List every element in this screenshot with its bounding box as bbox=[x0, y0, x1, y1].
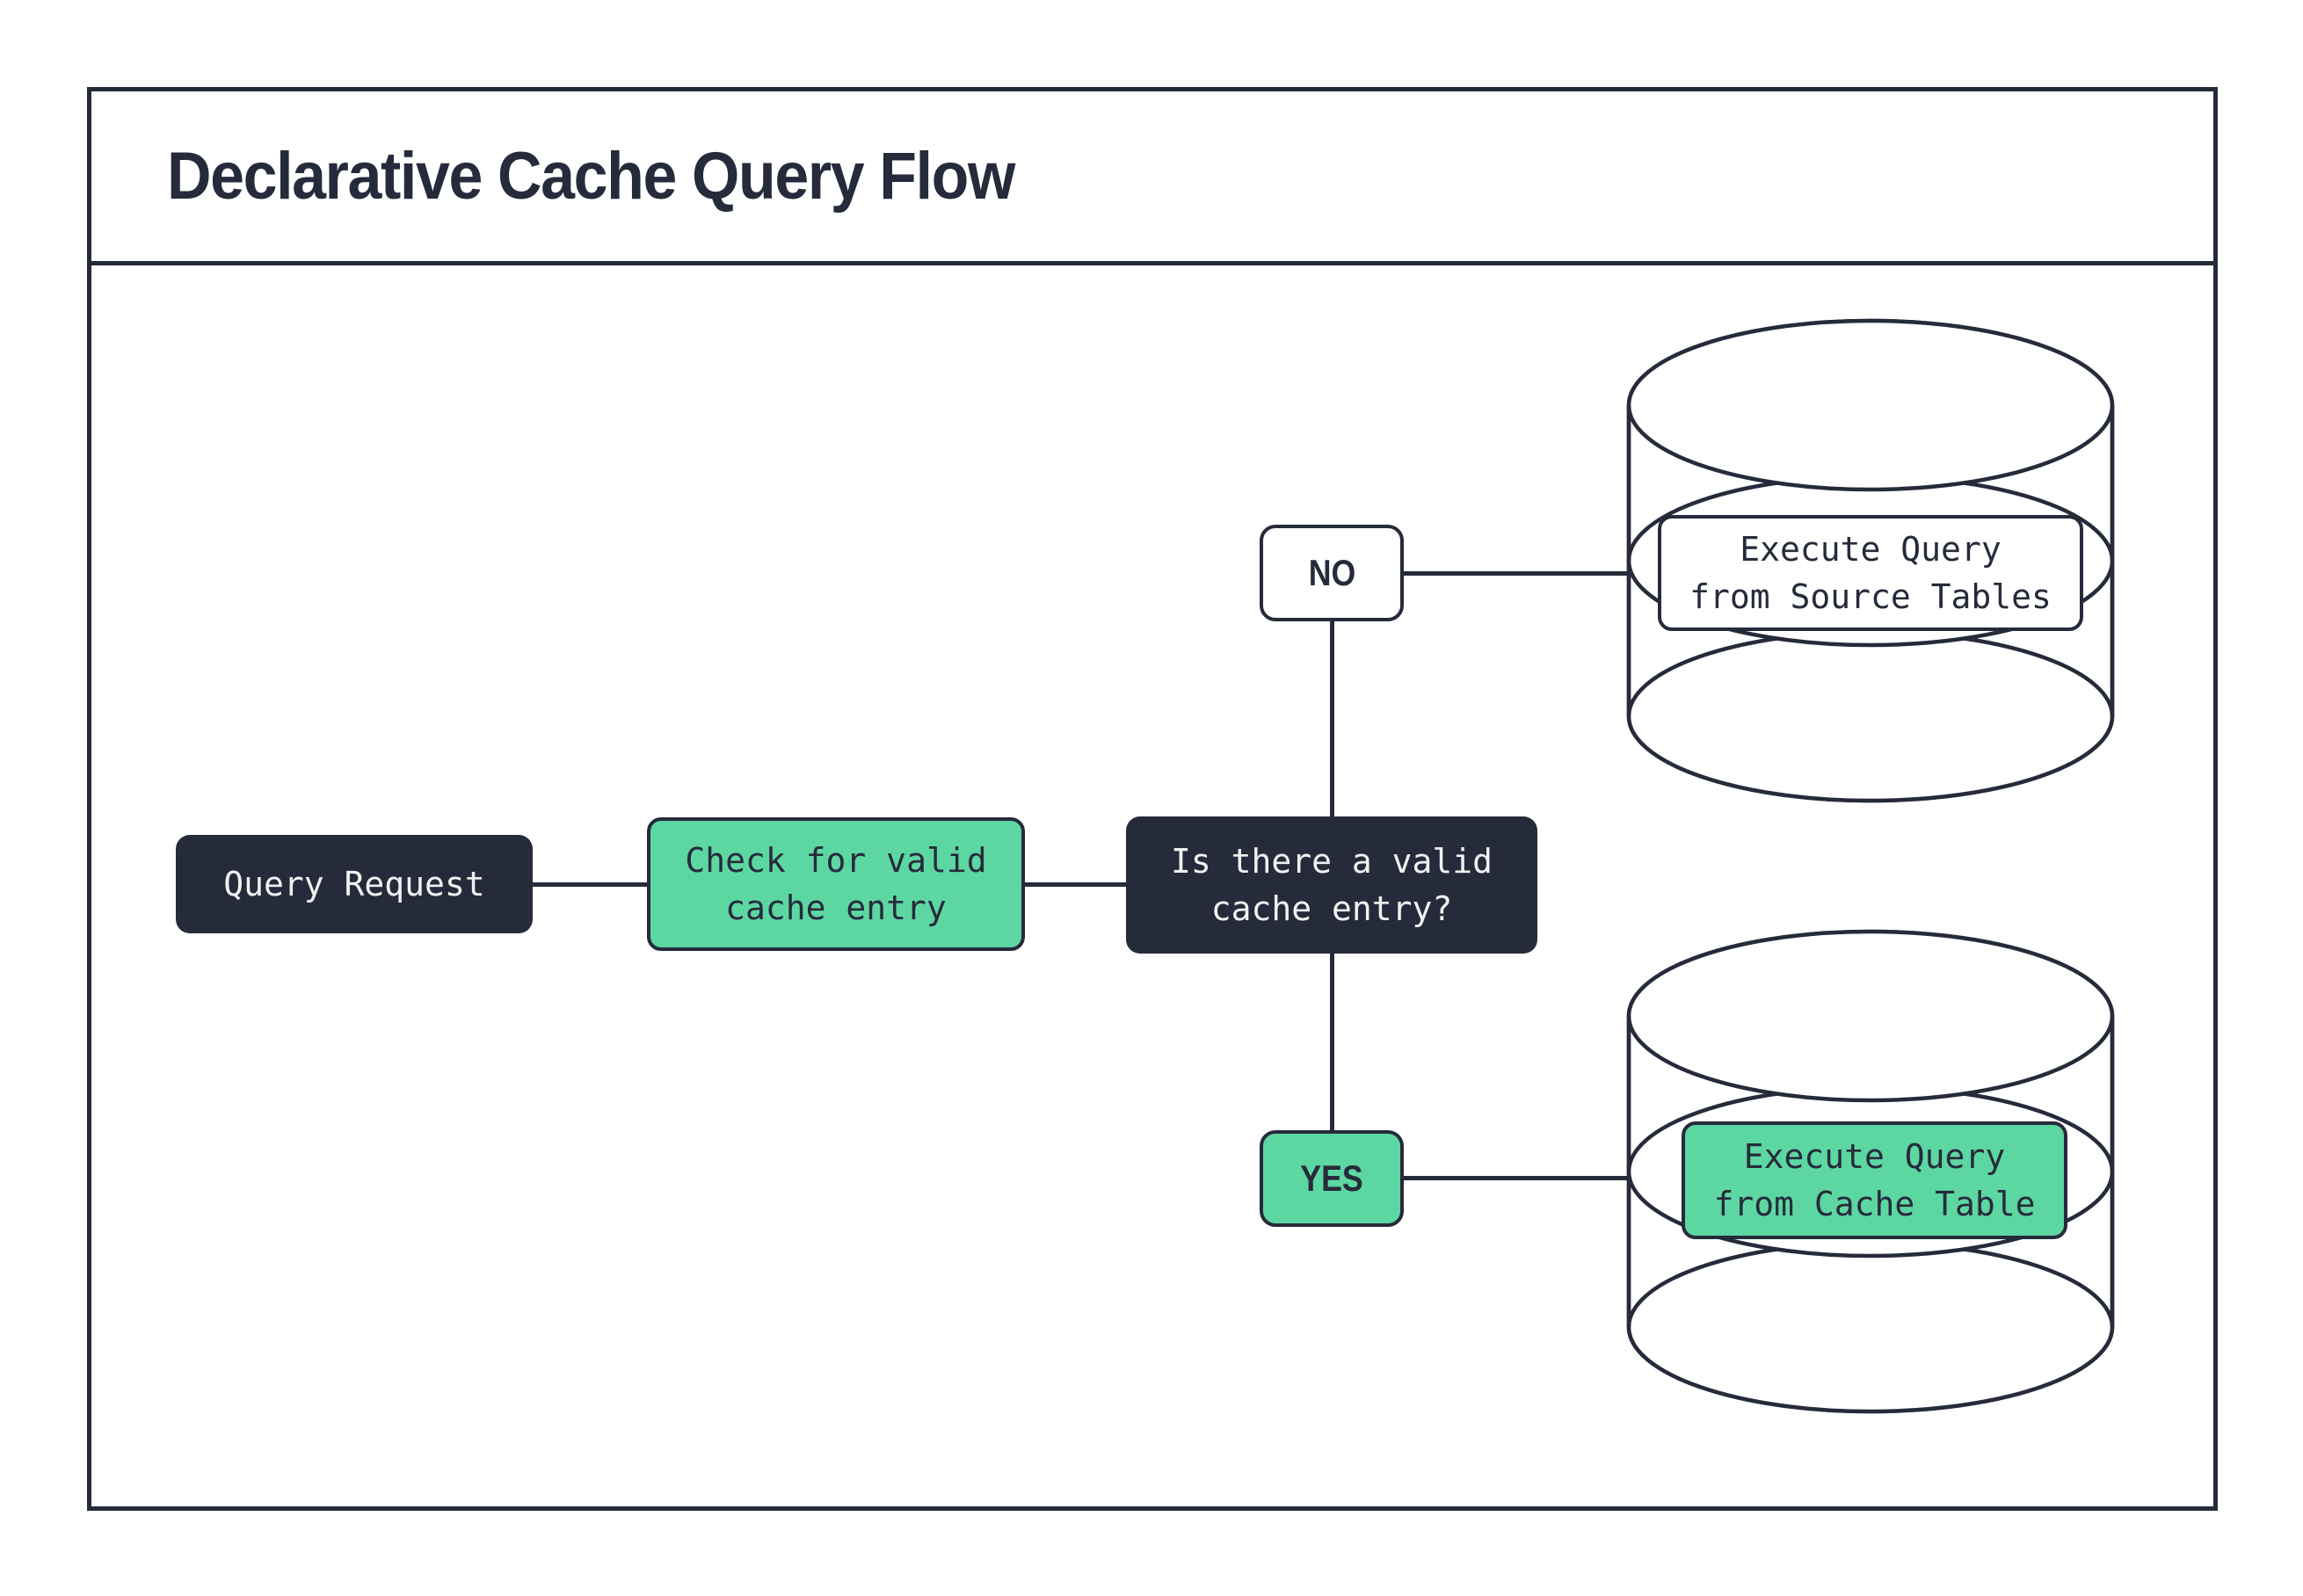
connector-no-to-source-db bbox=[1404, 571, 1629, 576]
branch-yes-label: YES bbox=[1300, 1157, 1363, 1199]
node-query-request: Query Request bbox=[176, 835, 533, 933]
query-request-label: Query Request bbox=[223, 865, 485, 903]
node-execute-source: Execute Query from Source Tables bbox=[1658, 515, 2083, 631]
cylinder-bottom-disc bbox=[1626, 629, 2115, 803]
diagram-header: Declarative Cache Query Flow bbox=[91, 91, 2213, 265]
execute-cache-line2: from Cache Table bbox=[1713, 1185, 2036, 1223]
execute-source-line1: Execute Query bbox=[1740, 530, 2002, 569]
execute-cache-line1: Execute Query bbox=[1743, 1137, 2006, 1176]
cylinder-bottom-disc bbox=[1626, 1240, 2115, 1414]
node-execute-cache: Execute Query from Cache Table bbox=[1682, 1121, 2067, 1239]
node-branch-no: NO bbox=[1260, 525, 1404, 621]
decision-line2: cache entry? bbox=[1210, 889, 1453, 928]
connector-yes-to-cache-db bbox=[1404, 1176, 1629, 1180]
page-title: Declarative Cache Query Flow bbox=[167, 139, 1015, 214]
cylinder-top-disc bbox=[1626, 929, 2115, 1103]
connector-query-to-check bbox=[533, 882, 647, 887]
connector-check-to-decision bbox=[1025, 882, 1126, 887]
check-cache-line1: Check for valid bbox=[685, 841, 987, 880]
cylinder-top-disc bbox=[1626, 318, 2115, 492]
node-decision: Is there a valid cache entry? bbox=[1126, 816, 1537, 954]
decision-line1: Is there a valid bbox=[1170, 842, 1493, 881]
node-check-cache: Check for valid cache entry bbox=[647, 817, 1025, 951]
node-branch-yes: YES bbox=[1260, 1130, 1404, 1227]
connector-decision-to-yes bbox=[1330, 954, 1334, 1130]
execute-source-line2: from Source Tables bbox=[1689, 577, 2052, 616]
connector-decision-to-no bbox=[1330, 621, 1334, 816]
check-cache-line2: cache entry bbox=[725, 889, 947, 927]
branch-no-label: NO bbox=[1308, 552, 1355, 593]
